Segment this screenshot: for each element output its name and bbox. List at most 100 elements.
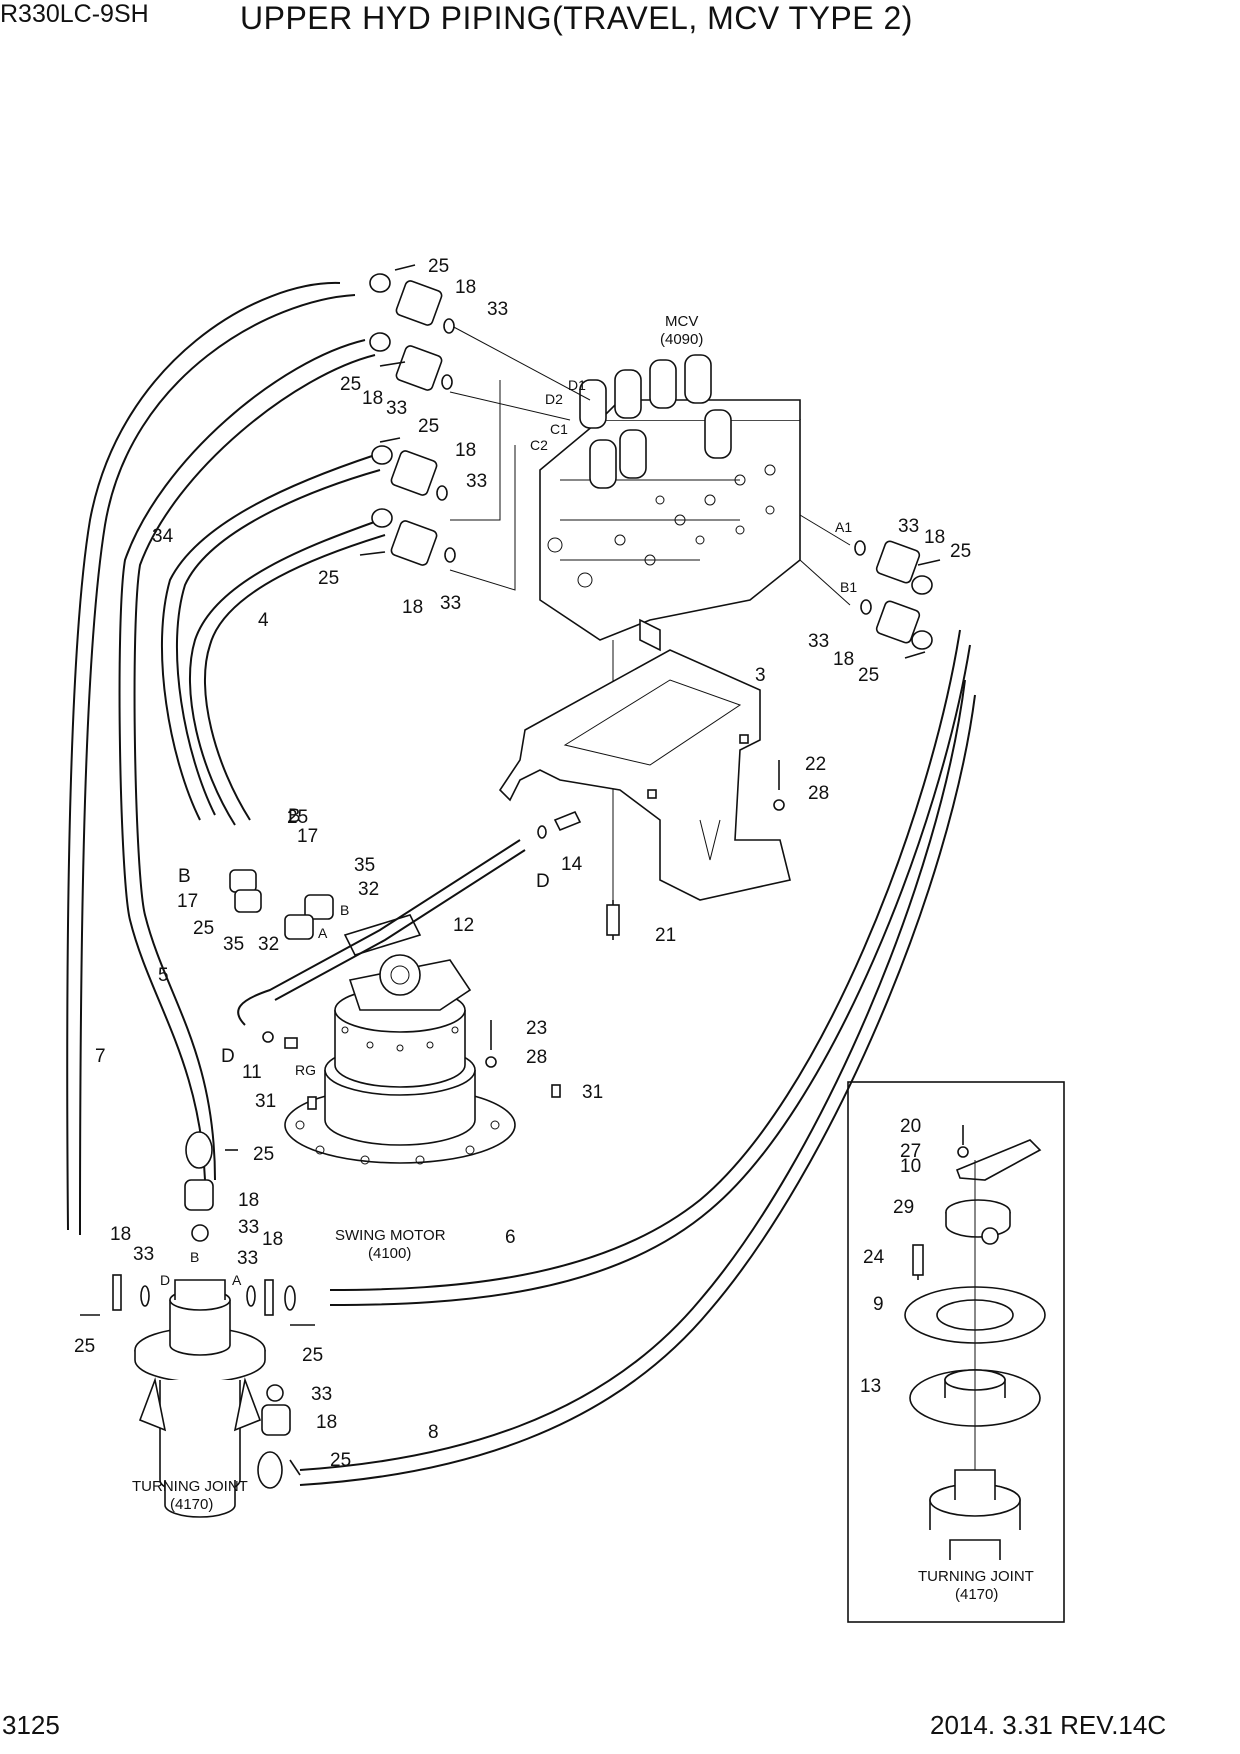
callout-c18b: 18 (362, 388, 383, 409)
callout-c25g: 25 (287, 807, 308, 828)
callout-c6: 6 (505, 1227, 516, 1248)
callout-c18l: 18 (316, 1412, 337, 1433)
callout-c25l: 25 (330, 1450, 351, 1471)
port-c1-label: C1 (550, 421, 568, 437)
mcv-label: MCV (665, 313, 698, 330)
callout-c4: 4 (258, 610, 269, 631)
port-b-left2-label: B (178, 866, 191, 887)
callout-c18e: 18 (924, 527, 945, 548)
callout-c33i: 33 (238, 1217, 259, 1238)
callout-c22: 22 (805, 754, 826, 775)
callout-c23: 23 (526, 1018, 547, 1039)
fittings (80, 264, 941, 1489)
callout-c33f: 33 (808, 631, 829, 652)
callout-c31a: 31 (255, 1091, 276, 1112)
callout-c29: 29 (893, 1197, 914, 1218)
port-b-left-label: B (288, 806, 301, 827)
callout-c10: 10 (900, 1156, 921, 1177)
mcv-valve[interactable]: MCV (4090) (539, 313, 801, 652)
callout-c35b: 35 (223, 934, 244, 955)
port-d-tj-label: D (160, 1272, 170, 1288)
turning-joint-label: TURNING JOINT (132, 1478, 248, 1495)
callout-c32a: 32 (358, 879, 379, 900)
callout-c8: 8 (428, 1422, 439, 1443)
port-d2-label: D2 (545, 391, 563, 407)
port-leaders (449, 324, 851, 606)
page-title: UPPER HYD PIPING(TRAVEL, MCV TYPE 2) (240, 0, 913, 36)
callout-c25k: 25 (302, 1345, 323, 1366)
callout-c33j: 33 (133, 1244, 154, 1265)
port-d1-label: D1 (568, 377, 586, 393)
callout-c18f: 18 (833, 649, 854, 670)
mcv-ports (547, 464, 776, 588)
hoses (66, 281, 976, 1486)
callout-c18i: 18 (238, 1190, 259, 1211)
port-a1-label: A1 (835, 519, 852, 535)
mcv-bracket[interactable] (498, 649, 791, 901)
callout-c24: 24 (863, 1247, 885, 1268)
port-b-motor-label: B (340, 902, 349, 918)
callout-c33e: 33 (898, 516, 919, 537)
callout-numbers: 25 18 33 25 18 33 25 18 33 25 18 33 33 1… (74, 256, 971, 1471)
callout-c11: 11 (242, 1062, 262, 1083)
callout-c18a: 18 (455, 277, 476, 298)
callout-c28a: 28 (808, 783, 829, 804)
callout-c28b: 28 (526, 1047, 547, 1068)
pipe-12 (237, 839, 521, 1026)
callout-c9: 9 (873, 1294, 884, 1315)
inset-detail: 20 27 10 29 24 9 13 TURNING JOINT (4170) (847, 1081, 1065, 1623)
callout-c25c: 25 (418, 416, 439, 437)
callout-c25e: 25 (950, 541, 971, 562)
port-b-tj-label: B (190, 1249, 199, 1265)
swing-motor-label: SWING MOTOR (335, 1227, 446, 1244)
callout-c18c: 18 (455, 440, 476, 461)
callout-c33b: 33 (386, 398, 407, 419)
callout-c33k: 33 (237, 1248, 258, 1269)
callout-c17a: 17 (297, 826, 318, 847)
callout-c18d: 18 (402, 597, 423, 618)
port-a-motor-label: A (318, 925, 328, 941)
callout-c33l: 33 (311, 1384, 332, 1405)
hose-34 (161, 454, 376, 821)
callout-c33c: 33 (466, 471, 487, 492)
callout-c14: 14 (561, 854, 583, 875)
page-number: 3125 (2, 1710, 60, 1740)
callout-c18j: 18 (110, 1224, 131, 1245)
callout-c25h: 25 (193, 918, 214, 939)
callout-c18k: 18 (262, 1229, 283, 1250)
port-b1-label: B1 (840, 579, 857, 595)
callout-c25a: 25 (428, 256, 449, 277)
mcv-ref: (4090) (660, 331, 703, 348)
inset-turning-joint-label: TURNING JOINT (918, 1568, 1034, 1585)
callout-c25f: 25 (858, 665, 879, 686)
callout-c20: 20 (900, 1116, 921, 1137)
hose-6 (329, 629, 961, 1291)
callout-c25b: 25 (340, 374, 361, 395)
callout-c7: 7 (95, 1046, 106, 1067)
model-number: R330LC-9SH (0, 0, 149, 28)
callout-c12: 12 (453, 915, 474, 936)
port-c2-label: C2 (530, 437, 548, 453)
callout-c13: 13 (860, 1376, 881, 1397)
callout-c32b: 32 (258, 934, 279, 955)
swing-motor[interactable]: SWING MOTOR (4100) (284, 914, 516, 1262)
callout-c35a: 35 (354, 855, 375, 876)
inset-turning-joint-ref: (4170) (955, 1586, 998, 1603)
hose-5 (118, 339, 366, 1181)
callout-c34: 34 (152, 526, 174, 547)
callout-c17b: 17 (177, 891, 198, 912)
callout-c25j: 25 (74, 1336, 95, 1357)
mcv-spools (579, 354, 732, 489)
turning-joint[interactable]: TURNING JOINT (4170) (132, 1279, 266, 1518)
swing-motor-ref: (4100) (368, 1245, 411, 1262)
port-rg-label: RG (295, 1062, 316, 1078)
turning-joint-ref: (4170) (170, 1496, 213, 1513)
port-a-tj-label: A (232, 1272, 242, 1288)
callout-c21: 21 (655, 925, 676, 946)
revision-date: 2014. 3.31 REV.14C (930, 1710, 1167, 1740)
callout-c5: 5 (158, 965, 169, 986)
callout-c27: 27 (900, 1141, 921, 1162)
hose-4 (189, 519, 381, 826)
callout-c25d: 25 (318, 568, 339, 589)
